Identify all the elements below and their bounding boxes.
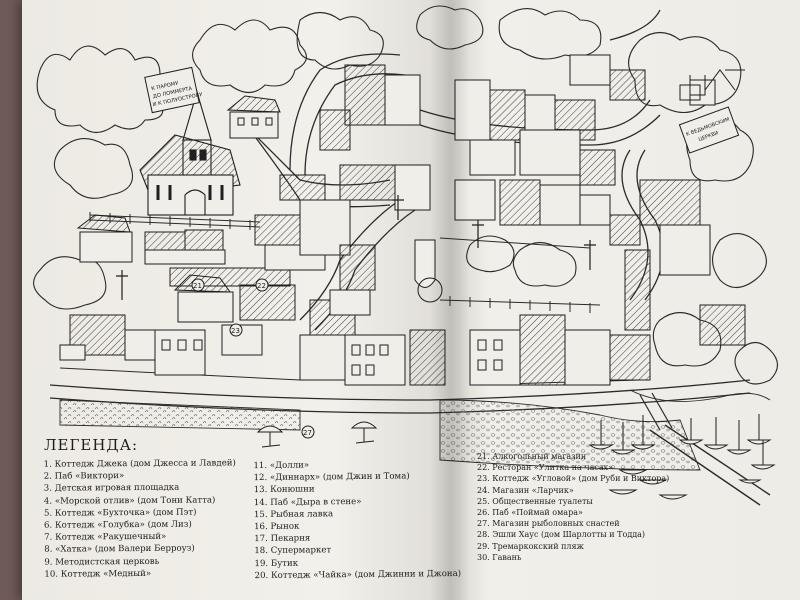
lamp-posts (116, 195, 596, 300)
legend-title: ЛЕГЕНДА: (44, 436, 139, 454)
book-gutter (430, 0, 470, 600)
legend-item-4: 4. «Морской отлив» (дом Тони Катта) (43, 495, 216, 507)
legend-item-26: 26. Паб «Поймай омара» (477, 507, 583, 517)
legend-item-25: 25. Общественные туалеты (477, 496, 593, 506)
sign-left-line-1: К ПАРОМУ (151, 80, 180, 92)
marker-23: 23 (231, 327, 240, 335)
fences-layer (59, 212, 641, 386)
legend-column-1: 1. Коттедж Джека (дом Джесса и Лавдей) 2… (44, 457, 237, 580)
legend-column-3: 21. Алкогольный магазин 22. Ресторан «Ул… (477, 451, 669, 563)
legend-item-22: 22. Ресторан «Улитка на часах» (477, 463, 614, 473)
marker-22: 22 (257, 282, 266, 290)
signposts (144, 66, 740, 154)
legend-item-21: 21. Алкогольный магазин (477, 452, 587, 461)
beach-umbrellas (256, 421, 378, 448)
church (139, 90, 241, 216)
legend-item-20: 20. Коттедж «Чайка» (дом Джинни и Джона) (254, 568, 462, 581)
legend-item-24: 24. Магазин «Ларчик» (477, 485, 574, 495)
marker-27: 27 (303, 429, 312, 437)
houses-right (454, 54, 746, 386)
legend-item-23: 23. Коттедж «Угловой» (дом Руби и Виктор… (477, 474, 670, 484)
legend-item-27: 27. Магазин рыболовных снастей (477, 519, 620, 529)
map-markers: 21 22 23 27 (191, 278, 315, 439)
legend-item-10: 10. Коттедж «Медный» (44, 568, 152, 580)
marker-21: 21 (193, 282, 202, 290)
playground (679, 69, 745, 101)
legend-item-30: 30. Гавань (477, 552, 522, 562)
legend-item-29: 29. Тремаркокский пляж (477, 541, 584, 551)
legend-column-2: 11. «Долли» 12. «Диннарх» (дом Джин и То… (253, 458, 461, 582)
legend-item-1: 1. Коттедж Джека (дом Джесса и Лавдей) (43, 458, 236, 470)
boats (588, 414, 776, 500)
legend-item-28: 28. Эшли Хаус (дом Шарлотты и Тодда) (477, 530, 646, 540)
waterfront (59, 389, 771, 506)
trees-layer (33, 5, 779, 385)
houses-center (319, 64, 446, 386)
